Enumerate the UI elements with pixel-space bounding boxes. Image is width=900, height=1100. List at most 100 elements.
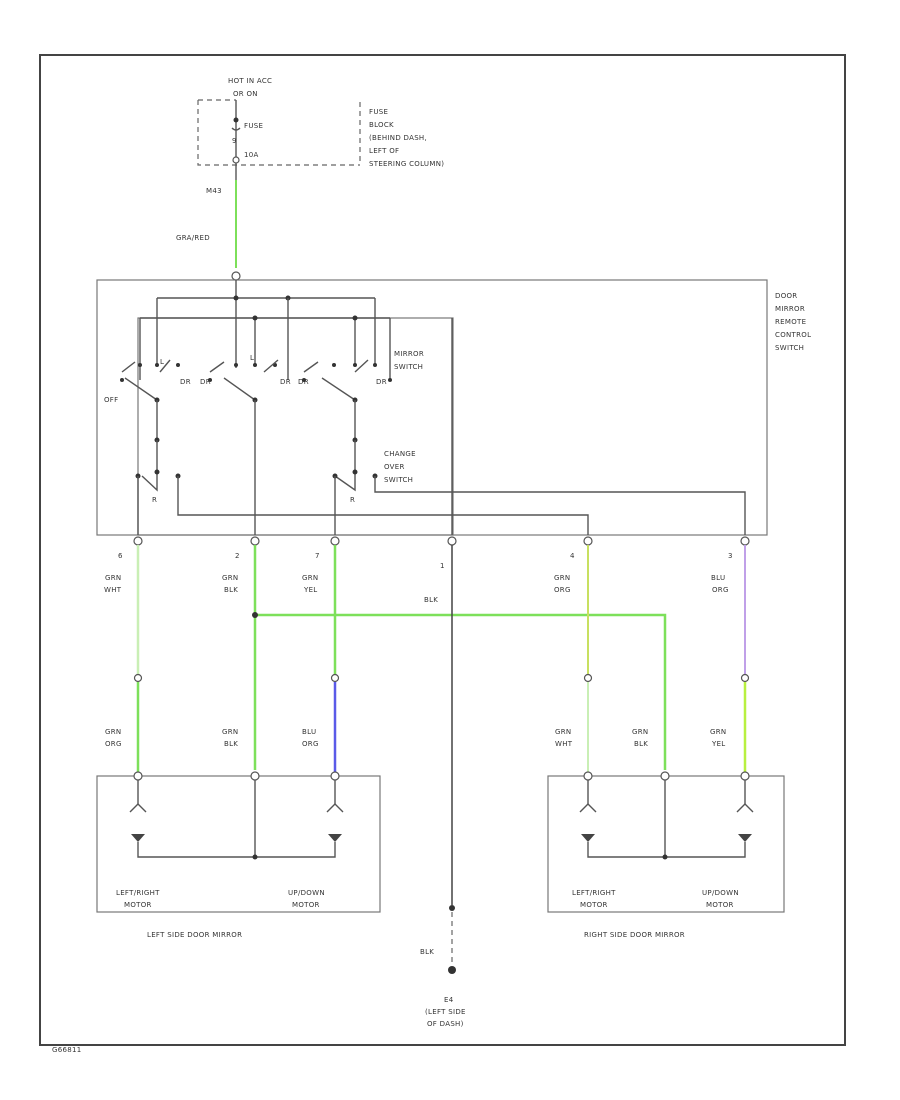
left-motor1-line1: LEFT/RIGHT <box>116 889 160 897</box>
fuse-symbol <box>231 127 241 131</box>
pin-1: 1 <box>440 562 445 570</box>
right-mirror-caption: RIGHT SIDE DOOR MIRROR <box>584 931 685 939</box>
svg-text:GRN: GRN <box>632 728 648 736</box>
switch-blades <box>124 377 356 401</box>
hot-label-line2: OR ON <box>233 90 258 98</box>
svg-text:GRN: GRN <box>554 574 570 582</box>
switch-title-2: MIRROR <box>775 305 805 313</box>
pos-l-1: L <box>160 358 164 366</box>
svg-text:ORG: ORG <box>302 740 319 748</box>
svg-text:BLK: BLK <box>224 740 238 748</box>
fuse-section: HOT IN ACC OR ON FUSE 9 10A FUSE BLOCK (… <box>176 77 444 281</box>
svg-text:ORG: ORG <box>712 586 729 594</box>
right-mirror-connectors <box>579 803 754 813</box>
left-motor2-line2: MOTOR <box>292 901 320 909</box>
svg-text:YEL: YEL <box>303 586 318 594</box>
pos-off: OFF <box>104 396 118 404</box>
right-motor2-line2: MOTOR <box>706 901 734 909</box>
pos-dr-1: DR <box>180 378 191 386</box>
switch-title-4: CONTROL <box>775 331 811 339</box>
pin-4: 4 <box>570 552 575 560</box>
ground-label-2: (LEFT SIDE <box>425 1008 466 1016</box>
ground-label-3: OF DASH) <box>427 1020 464 1028</box>
switch-title-5: SWITCH <box>775 344 804 352</box>
fuse-terminal-id: M43 <box>206 187 222 195</box>
svg-text:GRN: GRN <box>222 728 238 736</box>
ground-label-1: E4 <box>444 996 454 1004</box>
hot-label-line1: HOT IN ACC <box>228 77 272 85</box>
gra-red-label: GRA/RED <box>176 234 210 242</box>
svg-text:WHT: WHT <box>555 740 573 748</box>
mirror-switch-label-2: SWITCH <box>394 363 423 371</box>
left-lr-motor-icon <box>131 834 145 842</box>
left-side-door-mirror: GRN ORG GRN BLK BLU ORG LEFT/RIGHT MOTOR… <box>96 728 381 939</box>
change-over-label-3: SWITCH <box>384 476 413 484</box>
change-over-label-2: OVER <box>384 463 405 471</box>
fuse-label: FUSE <box>244 122 263 130</box>
pos-dr-4: DR <box>298 378 309 386</box>
ground-point: BLK E4 (LEFT SIDE OF DASH) <box>420 905 466 1028</box>
left-mirror-caption: LEFT SIDE DOOR MIRROR <box>147 931 242 939</box>
connector-row: 6 2 7 1 4 3 <box>118 536 750 570</box>
pos-dr-3: DR <box>280 378 291 386</box>
svg-text:BLU: BLU <box>302 728 316 736</box>
left-motor2-line1: UP/DOWN <box>288 889 325 897</box>
left-mirror-connectors <box>129 803 344 813</box>
svg-text:ORG: ORG <box>105 740 122 748</box>
grn-blk-bus <box>255 613 667 770</box>
svg-text:BLK: BLK <box>224 586 238 594</box>
fuse-number: 9 <box>232 137 237 145</box>
pin-6: 6 <box>118 552 123 560</box>
fuse-location-3: (BEHIND DASH, <box>369 134 427 142</box>
svg-text:GRN: GRN <box>222 574 238 582</box>
fuse-location-4: LEFT OF <box>369 147 399 155</box>
right-ud-motor-icon <box>738 834 752 842</box>
diagram-frame <box>39 54 846 1046</box>
svg-text:GRN: GRN <box>302 574 318 582</box>
fuse-location-5: STEERING COLUMN) <box>369 160 444 168</box>
pos-r-1: R <box>152 496 157 504</box>
switch-title-1: DOOR <box>775 292 797 300</box>
change-over-switch: R R <box>135 440 746 535</box>
right-motor1-line1: LEFT/RIGHT <box>572 889 616 897</box>
remote-control-switch: DOOR MIRROR REMOTE CONTROL SWITCH MIRROR… <box>96 279 811 536</box>
svg-text:GRN: GRN <box>105 574 121 582</box>
fuse-location-1: FUSE <box>369 108 388 116</box>
colored-wires <box>133 545 750 905</box>
svg-text:BLK: BLK <box>424 596 438 604</box>
switch-contacts <box>120 359 392 401</box>
svg-text:GRN: GRN <box>710 728 726 736</box>
right-motor1-line2: MOTOR <box>580 901 608 909</box>
pos-r-2: R <box>350 496 355 504</box>
change-over-label-1: CHANGE <box>384 450 416 458</box>
svg-text:GRN: GRN <box>555 728 571 736</box>
left-mirror-box <box>96 775 381 913</box>
right-side-door-mirror: GRN WHT GRN BLK GRN YEL LEFT/RIGHT MOTOR… <box>547 728 785 939</box>
left-ud-motor-icon <box>328 834 342 842</box>
figure-id: G66811 <box>52 1046 82 1054</box>
svg-text:GRN: GRN <box>105 728 121 736</box>
pos-dr-2: DR <box>200 378 211 386</box>
pin-3: 3 <box>728 552 733 560</box>
right-motor2-line1: UP/DOWN <box>702 889 739 897</box>
mirror-switch-label-1: MIRROR <box>394 350 424 358</box>
connector-wire-labels: GRN WHT GRN BLK GRN YEL BLK GRN ORG BLU … <box>104 574 729 604</box>
fuse-location-2: BLOCK <box>369 121 394 129</box>
svg-text:BLU: BLU <box>711 574 725 582</box>
pin-2: 2 <box>235 552 240 560</box>
switch-title-3: REMOTE <box>775 318 806 326</box>
pos-dr-5: DR <box>376 378 387 386</box>
ground-wire-label: BLK <box>420 948 434 956</box>
pin-7: 7 <box>315 552 320 560</box>
fuse-block-outline <box>197 100 360 166</box>
svg-text:ORG: ORG <box>554 586 571 594</box>
svg-text:WHT: WHT <box>104 586 122 594</box>
fuse-amperage: 10A <box>244 151 259 159</box>
right-lr-motor-icon <box>581 834 595 842</box>
ground-icon <box>448 966 456 974</box>
svg-text:YEL: YEL <box>711 740 726 748</box>
svg-text:BLK: BLK <box>634 740 648 748</box>
pos-l-2: L <box>250 354 254 362</box>
left-motor1-line2: MOTOR <box>124 901 152 909</box>
